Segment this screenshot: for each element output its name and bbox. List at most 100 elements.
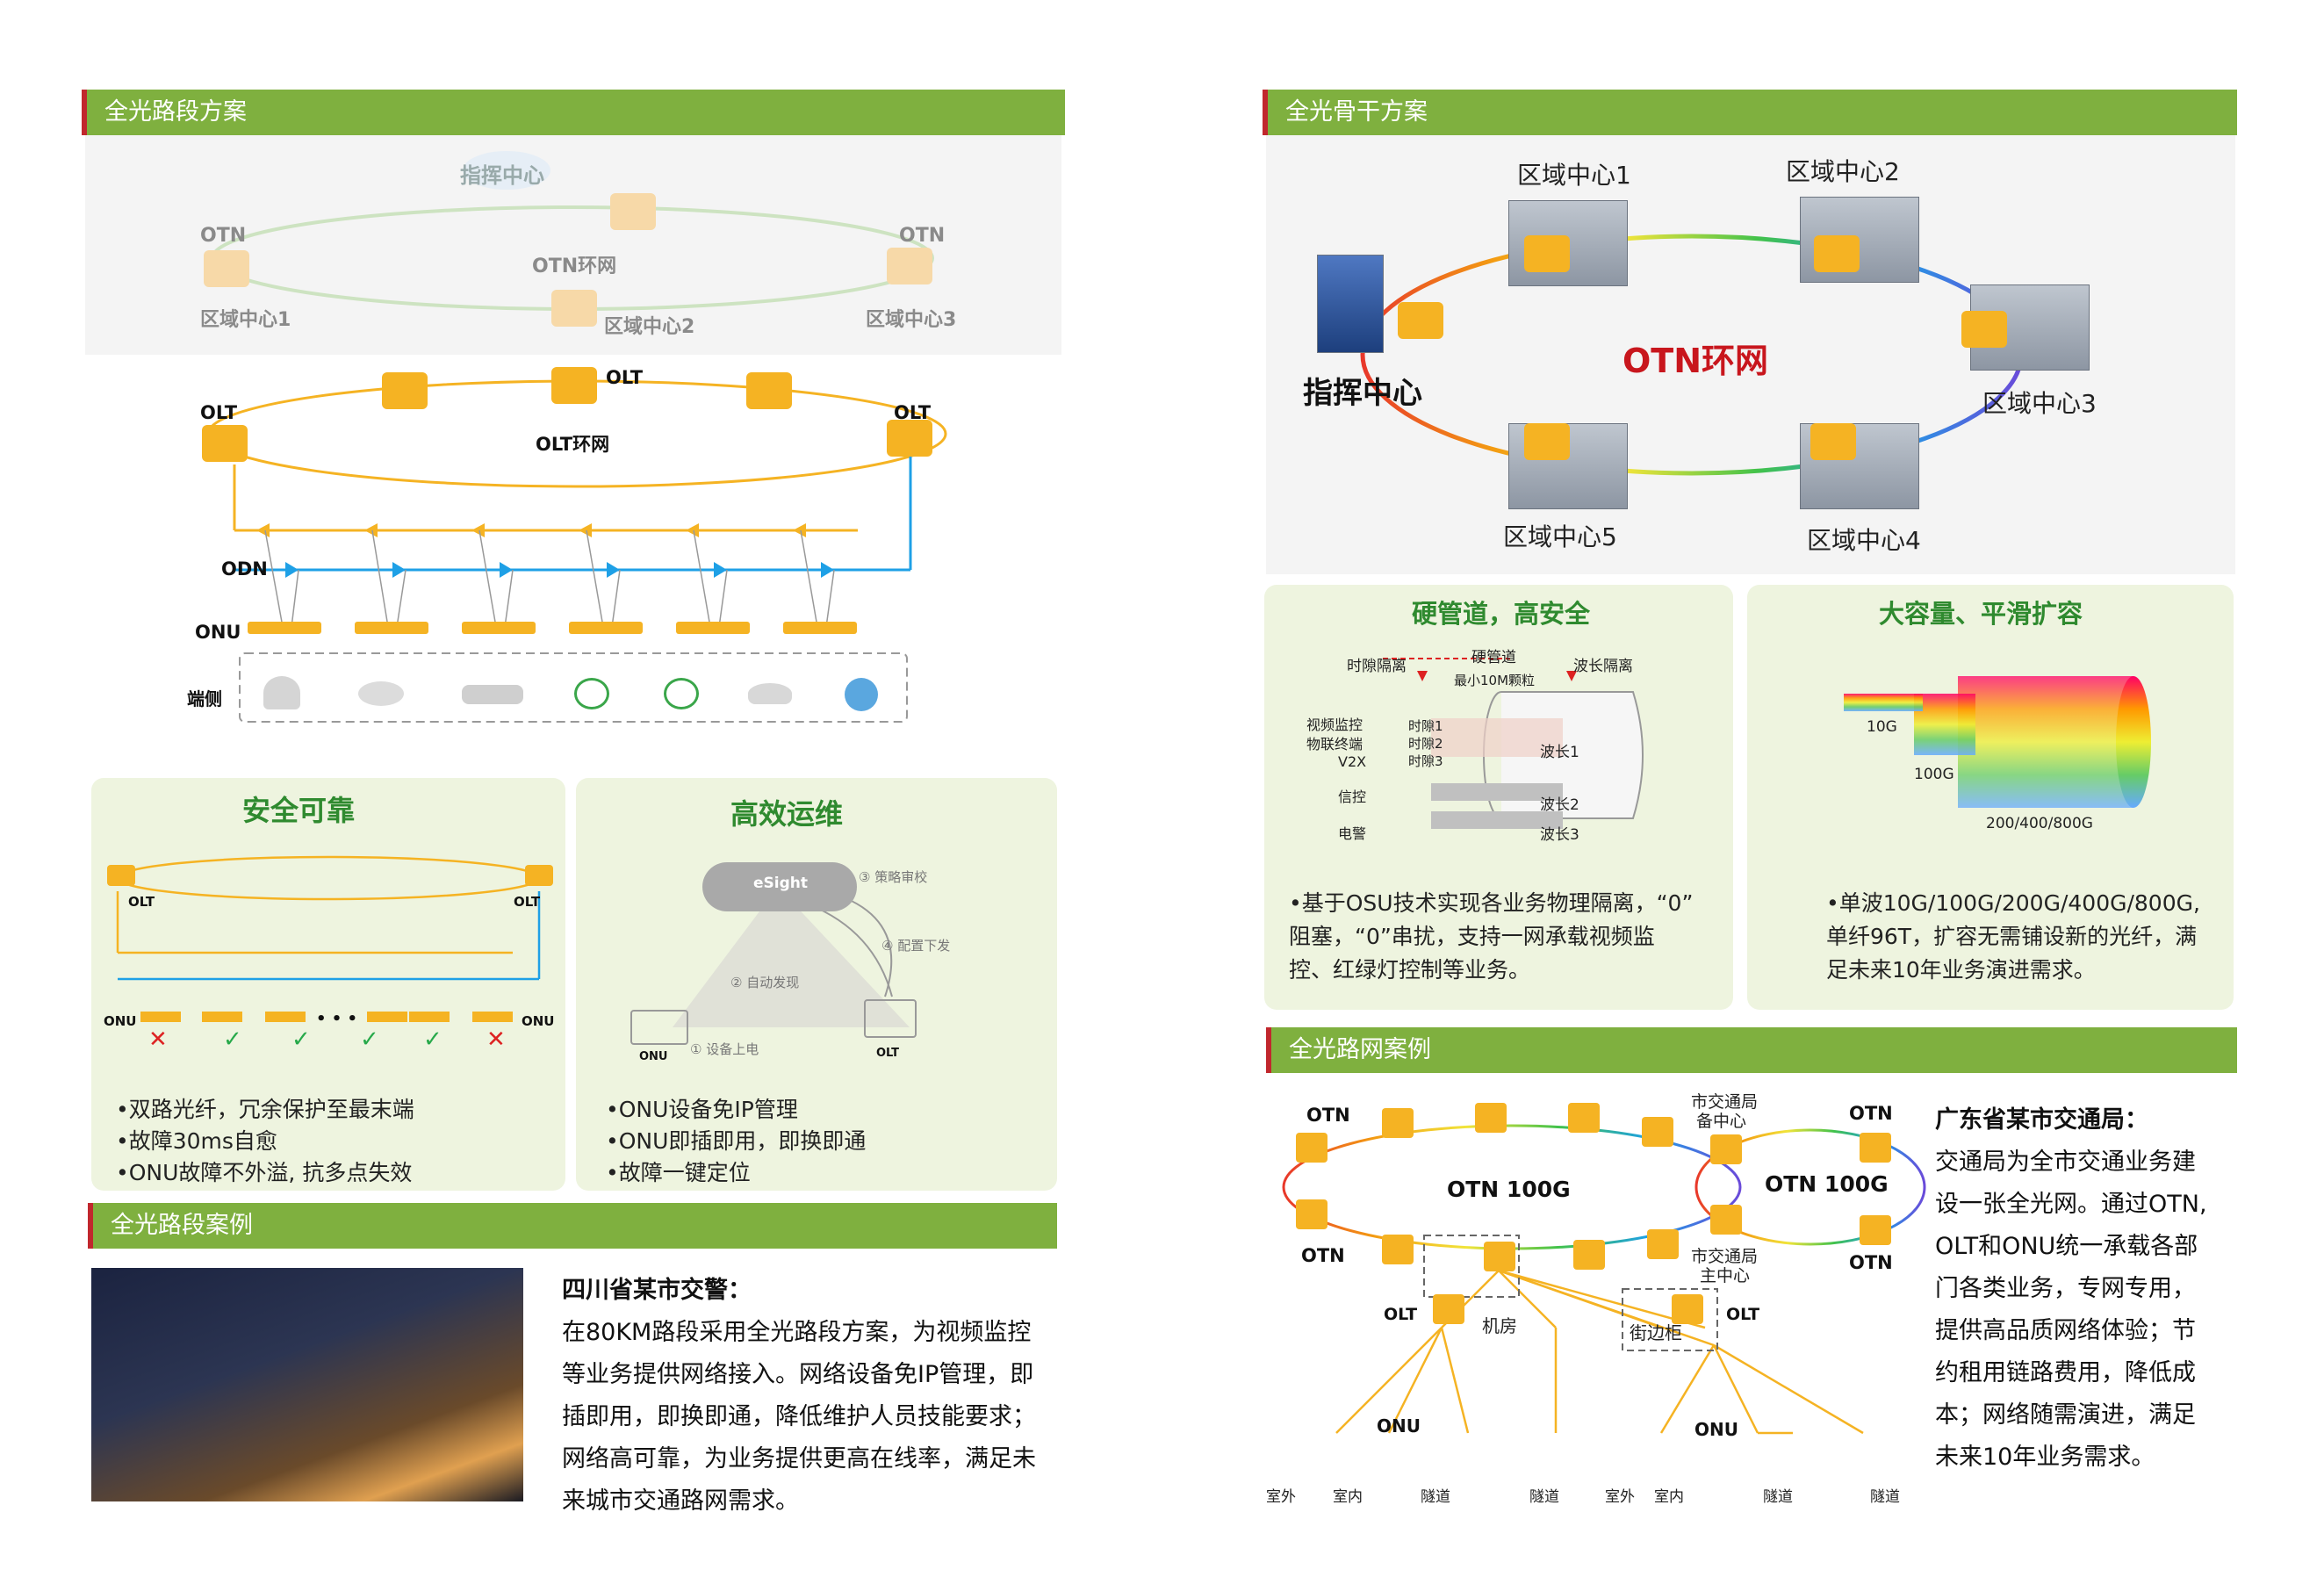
onu-device	[783, 622, 857, 634]
svc-video-label: 视频监控	[1306, 716, 1363, 733]
capacity-fiber-diagram	[1844, 676, 2151, 808]
onu-label: ONU	[195, 622, 241, 643]
bullet: •故障30ms自愈	[116, 1128, 277, 1154]
hard-pipe-title: 硬管道，高安全	[1412, 599, 1591, 629]
bottom-label: 室内	[1654, 1488, 1684, 1506]
otn-router-icon	[887, 248, 932, 284]
wave-iso-label: 波长隔离	[1573, 658, 1633, 675]
region2-label: 区域中心2	[604, 316, 695, 338]
olt-right-label: OLT	[894, 402, 932, 423]
command-center-label: 指挥中心	[1303, 376, 1422, 411]
bullet: 控、红绿灯控制等业务。	[1289, 957, 1531, 983]
onu-device	[265, 1012, 306, 1022]
main-center-label-b: 主中心	[1700, 1266, 1751, 1285]
bullet: •基于OSU技术实现各业务物理隔离，“0”	[1289, 890, 1694, 916]
olt-chassis-icon	[864, 999, 917, 1038]
bottom-label: 室外	[1266, 1488, 1296, 1506]
onu-router-icon	[630, 1010, 688, 1045]
bullet: 足未来10年业务演进需求。	[1826, 957, 2096, 983]
svc-signal-label: 信控	[1338, 788, 1367, 805]
min-grain-label: 最小10M颗粒	[1454, 673, 1536, 688]
ring2-label: OTN 100G	[1765, 1171, 1889, 1197]
header-all-optical-network-case: 全光路网案例	[1266, 1027, 2237, 1073]
svc-v2x-label: V2X	[1338, 753, 1367, 770]
case-line: 交通局为全市交通业务建	[1935, 1149, 2196, 1176]
case-title: 广东省某市交通局：	[1935, 1106, 2148, 1134]
svc-iot-label: 物联终端	[1306, 736, 1363, 752]
olt-left-label: OLT	[128, 894, 155, 910]
case-line: OLT和ONU统一承载各部	[1935, 1233, 2198, 1260]
onu-device	[367, 1012, 407, 1022]
case-line: 插即用，即换即通，降低维护人员技能要求；	[562, 1403, 1036, 1430]
otn-left-label: OTN	[200, 225, 247, 247]
otn-router-icon	[610, 193, 656, 230]
olt-device-icon	[107, 865, 135, 886]
svg-text:✓: ✓	[423, 1026, 442, 1053]
onu-left-label: ONU	[104, 1013, 137, 1029]
otn-ring-title: OTN环网	[1622, 342, 1769, 380]
case-line: 等业务提供网络接入。网络设备免IP管理，即	[562, 1361, 1034, 1388]
bottom-label: 隧道	[1529, 1488, 1559, 1506]
olt-device-icon	[382, 372, 428, 409]
onu-label: ONU	[639, 1050, 668, 1063]
otn-router-icon	[1382, 1108, 1414, 1138]
header-all-optical-road-solution: 全光路段方案	[82, 90, 1065, 135]
efficient-om-title: 高效运维	[730, 797, 844, 831]
odn-label: ODN	[221, 558, 268, 580]
case-line: 门各类业务，专网专用，	[1935, 1275, 2196, 1302]
otn-router-icon	[1524, 423, 1570, 460]
otn-bl-label: OTN	[1301, 1245, 1345, 1266]
time-iso-label: 时隙隔离	[1347, 658, 1407, 675]
command-center-label: 指挥中心	[460, 163, 544, 188]
traffic-light-icon	[664, 678, 699, 709]
onu-device	[248, 622, 321, 634]
case-line: 约租用链路费用，降低成	[1935, 1359, 2196, 1386]
region1-label: 区域中心1	[1517, 161, 1631, 190]
bottom-label: 隧道	[1763, 1488, 1793, 1506]
olt-ring-label: OLT环网	[536, 434, 610, 455]
case-line: 未来10年业务需求。	[1935, 1444, 2155, 1471]
olt-label: OLT	[876, 1047, 900, 1060]
bullet: •ONU故障不外溢, 抗多点失效	[116, 1160, 413, 1185]
sensor-icon	[845, 678, 878, 711]
olt-device-icon	[525, 865, 553, 886]
onu-right-label: ONU	[522, 1013, 555, 1029]
case-line: 本；网络随需演进，满足	[1935, 1401, 2196, 1429]
otn-router-icon	[1642, 1117, 1673, 1147]
g100-label: 100G	[1914, 766, 1954, 783]
slot2-label: 时隙2	[1408, 736, 1443, 752]
safe-reliable-bullets: •双路光纤，冗余保护至最末端 •故障30ms自愈 •ONU故障不外溢, 抗多点失…	[116, 1094, 414, 1189]
svg-text:✓: ✓	[223, 1026, 242, 1053]
onu-device	[462, 622, 536, 634]
otn-router-icon	[1382, 1235, 1414, 1264]
olt-device-icon	[1672, 1294, 1703, 1324]
onu-device	[569, 622, 643, 634]
hard-pipe-label: 硬管道	[1471, 649, 1516, 666]
olt-left-label: OLT	[1384, 1305, 1418, 1324]
wave3-label: 波长3	[1540, 826, 1579, 844]
bottom-label: 室外	[1605, 1488, 1635, 1506]
sichuan-case-text: 四川省某市交警： 在80KM路段采用全光路段方案，为视频监控 等业务提供网络接入…	[562, 1270, 1036, 1523]
otn-router-icon	[1484, 1242, 1515, 1271]
otn-right-label: OTN	[899, 225, 946, 247]
step4-label: ④ 配置下发	[881, 938, 951, 954]
onu-device	[140, 1012, 181, 1022]
olt-device-icon	[887, 420, 932, 457]
machine-room-label: 机房	[1482, 1315, 1517, 1336]
backup-center-label-a: 市交通局	[1691, 1092, 1759, 1112]
otn-router-icon	[1475, 1103, 1507, 1133]
region4-label: 区域中心4	[1807, 526, 1921, 555]
region3-label: 区域中心3	[866, 309, 957, 331]
bullet-camera-icon	[462, 685, 523, 704]
otn-router-icon	[204, 250, 249, 287]
olt-left-label: OLT	[200, 402, 238, 423]
street-cabinet-label: 街边柜	[1630, 1322, 1682, 1343]
case-line: 在80KM路段采用全光路段方案，为视频监控	[562, 1319, 1032, 1346]
svg-text:✕: ✕	[148, 1026, 168, 1053]
onu-right-label: ONU	[1694, 1419, 1738, 1440]
cloud-icon	[702, 862, 857, 911]
onu-device	[409, 1012, 450, 1022]
backup-center-label-b: 备中心	[1696, 1112, 1747, 1131]
otn-router-icon	[1814, 235, 1860, 272]
svg-text:✕: ✕	[486, 1026, 506, 1053]
